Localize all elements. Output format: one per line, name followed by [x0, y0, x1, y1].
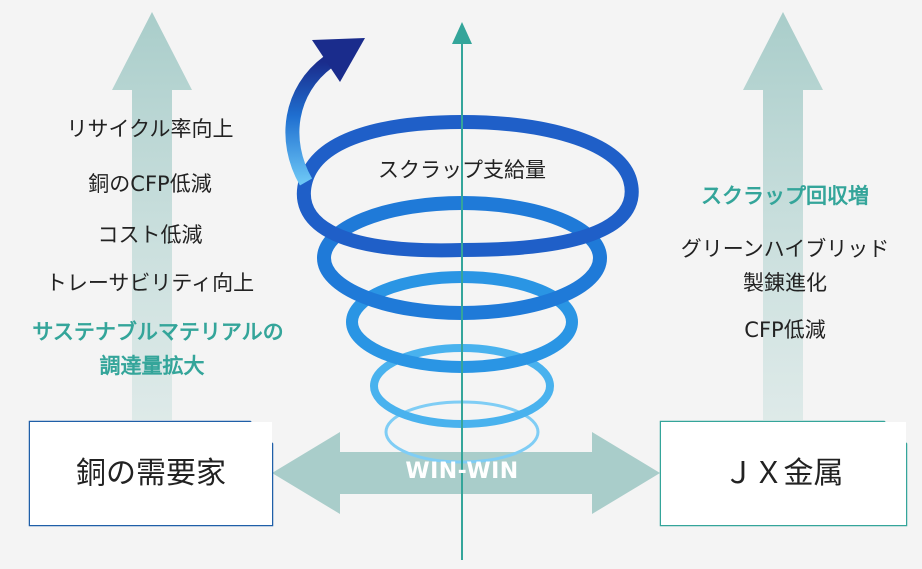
left-item-traceability: トレーサビリティ向上 — [45, 271, 255, 295]
copper-customer-label: 銅の需要家 — [76, 455, 226, 491]
right-up-arrow — [743, 12, 823, 420]
left-highlight-line2: 調達量拡大 — [99, 354, 205, 378]
spiral-arrowhead — [312, 38, 365, 82]
jx-metals-box: ＪＸ金属 — [661, 422, 906, 525]
right-highlight: スクラップ回収増 — [701, 184, 869, 208]
right-item-cfp: CFP低減 — [744, 318, 826, 342]
left-item-recycling: リサイクル率向上 — [66, 117, 234, 141]
right-item-smelting: 製錬進化 — [743, 271, 827, 295]
copper-customer-box: 銅の需要家 — [30, 422, 272, 525]
win-win-label: WIN-WIN — [405, 459, 519, 484]
jx-metals-label: ＪＸ金属 — [723, 455, 844, 491]
center-axis — [452, 22, 472, 560]
right-item-green-hybrid: グリーンハイブリッド — [680, 237, 890, 261]
scrap-supply-label: スクラップ支給量 — [378, 158, 546, 182]
spiral-arrow-tail — [285, 56, 333, 186]
left-up-arrow — [112, 12, 192, 420]
left-highlight-line1: サステナブルマテリアルの — [32, 320, 284, 344]
left-item-copper-cfp: 銅のCFP低減 — [88, 172, 212, 196]
win-win-double-arrow — [272, 432, 660, 514]
left-item-cost: コスト低減 — [97, 223, 203, 247]
